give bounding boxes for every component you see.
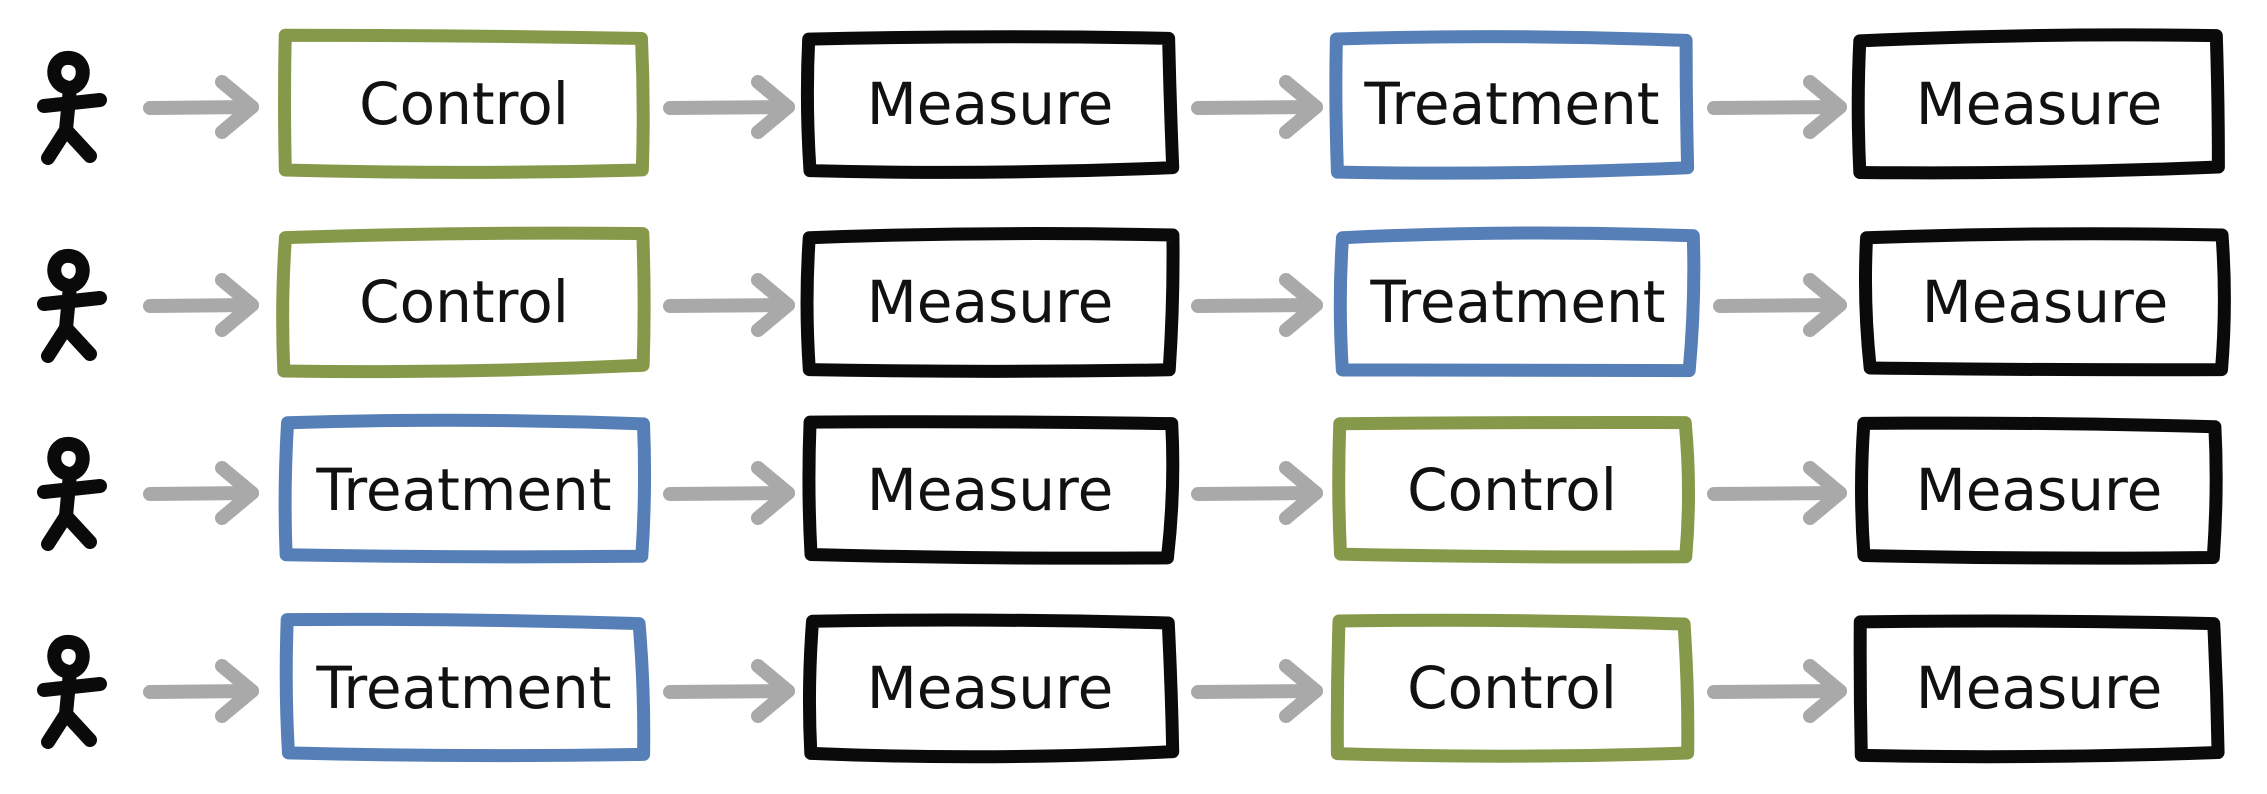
step-box-control: Control	[278, 28, 650, 179]
step-box-treatment: Treatment	[1329, 30, 1695, 180]
step-label: Control	[359, 268, 569, 336]
arrow-right-icon	[143, 461, 259, 525]
step-box-outline	[802, 415, 1180, 565]
step-box-treatment: Treatment	[279, 612, 651, 763]
step-box-measure: Measure	[1855, 416, 2223, 565]
stick-figure-icon	[37, 635, 107, 749]
step-box-treatment: Treatment	[1333, 226, 1701, 378]
step-box-outline	[279, 612, 651, 763]
step-label: Measure	[867, 654, 1114, 722]
arrow-right-icon	[143, 659, 259, 723]
step-label: Treatment	[1363, 70, 1659, 138]
step-box-measure: Measure	[1858, 227, 2231, 377]
arrow-right-icon	[1707, 659, 1847, 723]
step-label: Treatment	[1369, 268, 1665, 336]
step-box-outline	[1332, 416, 1696, 564]
arrow-right-icon	[1707, 461, 1847, 525]
step-box-outline	[1858, 227, 2231, 377]
step-box-outline	[276, 226, 651, 379]
arrow-right-icon	[1707, 75, 1847, 139]
step-box-outline	[278, 28, 650, 179]
step-box-control: Control	[1330, 613, 1695, 763]
step-label: Measure	[867, 70, 1114, 138]
step-label: Measure	[867, 456, 1114, 524]
stick-figure-icon	[37, 51, 107, 165]
step-box-measure: Measure	[1853, 614, 2225, 764]
step-label: Measure	[1916, 654, 2163, 722]
participant-row-1: Control Measure Treatment Measure	[37, 28, 2225, 180]
participant-row-2: Control Measure Treatment Measure	[37, 226, 2231, 379]
step-box-measure: Measure	[800, 227, 1180, 378]
arrow-right-icon	[143, 75, 259, 139]
step-label: Measure	[1916, 70, 2163, 138]
arrow-right-icon	[663, 273, 795, 337]
step-box-outline	[1333, 226, 1701, 378]
step-label: Control	[1407, 654, 1617, 722]
step-box-treatment: Treatment	[278, 413, 652, 564]
step-box-measure: Measure	[802, 415, 1180, 565]
step-box-measure: Measure	[802, 613, 1180, 764]
stick-figure-icon	[37, 437, 107, 551]
step-box-outline	[1329, 30, 1695, 180]
step-label: Control	[359, 70, 569, 138]
step-label: Treatment	[315, 654, 611, 722]
step-label: Measure	[867, 268, 1114, 336]
step-box-measure: Measure	[800, 30, 1180, 179]
step-box-outline	[1853, 614, 2225, 764]
participant-row-3: Treatment Measure Control Measure	[37, 413, 2223, 565]
step-box-outline	[802, 613, 1180, 764]
arrow-right-icon	[1191, 273, 1323, 337]
step-label: Treatment	[315, 456, 611, 524]
step-box-outline	[1855, 416, 2223, 565]
step-label: Measure	[1922, 268, 2169, 336]
step-box-outline	[278, 413, 652, 564]
arrow-right-icon	[1191, 75, 1323, 139]
step-box-outline	[800, 30, 1180, 179]
stick-figure-icon	[37, 249, 107, 363]
step-label: Measure	[1916, 456, 2163, 524]
step-box-outline	[1330, 613, 1695, 763]
arrow-right-icon	[663, 659, 795, 723]
arrow-right-icon	[663, 75, 795, 139]
step-box-control: Control	[276, 226, 651, 379]
step-box-outline	[800, 227, 1180, 378]
participant-row-4: Treatment Measure Control Measure	[37, 612, 2225, 764]
arrow-right-icon	[143, 273, 259, 337]
arrow-right-icon	[663, 461, 795, 525]
step-box-control: Control	[1332, 416, 1696, 564]
arrow-right-icon	[1191, 461, 1323, 525]
step-box-measure: Measure	[1851, 28, 2225, 180]
step-label: Control	[1407, 456, 1617, 524]
step-box-outline	[1851, 28, 2225, 180]
arrow-right-icon	[1191, 659, 1323, 723]
arrow-right-icon	[1713, 273, 1847, 337]
